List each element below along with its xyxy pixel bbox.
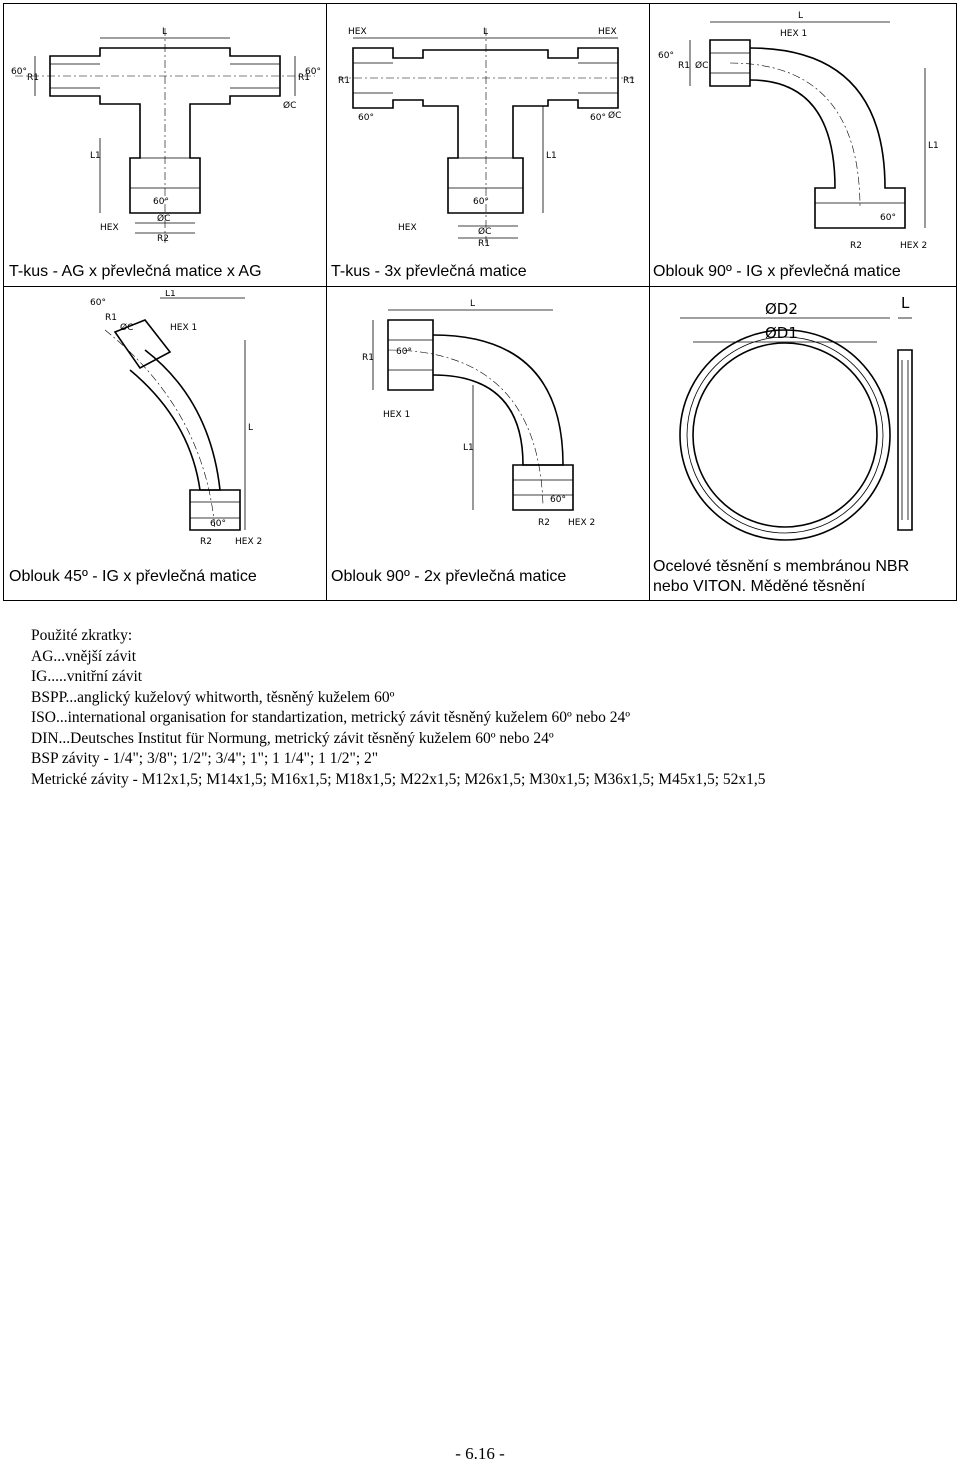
dim-label: 60° xyxy=(153,197,169,207)
legend-line: Použité zkratky: xyxy=(31,627,133,644)
caption-elbow90-2nut: Oblouk 90º - 2x převlečná matice xyxy=(331,568,567,585)
dim-label: 60° xyxy=(590,113,606,123)
dim-label: HEX 1 xyxy=(170,323,197,333)
dim-label: L1 xyxy=(463,443,474,453)
legend-line: BSPP...anglický kuželový whitworth, těsn… xyxy=(31,688,395,706)
dim-label: 60° xyxy=(473,197,489,207)
table-divider xyxy=(4,286,956,287)
dim-label: R2 xyxy=(157,234,169,244)
dim-label: R1 xyxy=(298,73,310,83)
dim-label: L xyxy=(483,27,488,37)
caption-seal-line1: Ocelové těsnění s membránou NBR xyxy=(653,558,910,575)
dim-label: 60° xyxy=(358,113,374,123)
dim-label: R1 xyxy=(338,76,350,86)
dim-label: ØC xyxy=(157,213,170,224)
dim-label: ØD2 xyxy=(765,300,798,318)
caption-elbow90-ig: Oblouk 90º - IG x převlečná matice xyxy=(653,263,901,280)
legend-line: DIN...Deutsches Institut für Normung, me… xyxy=(31,729,554,747)
dim-label: R1 xyxy=(362,353,374,363)
dim-label: R1 xyxy=(478,239,490,249)
dim-label: L xyxy=(470,299,475,309)
dim-label: ØC xyxy=(283,100,296,111)
dim-label: L1 xyxy=(546,151,557,161)
dim-label: R1 xyxy=(27,73,39,83)
dim-label: 60° xyxy=(210,519,226,529)
dim-label: HEX xyxy=(598,27,617,37)
dim-label: HEX 2 xyxy=(568,518,595,528)
dim-label: R1 xyxy=(105,313,117,323)
dim-label: 60° xyxy=(396,347,412,357)
seal-ring-drawing: ØD2 ØD1 L xyxy=(650,290,955,550)
drawing-table xyxy=(3,3,957,601)
dim-label: L1 xyxy=(165,290,176,299)
dim-label: HEX xyxy=(348,27,367,37)
elbow90-2nut-drawing: L L1 HEX 1 HEX 2 R1 R2 60° 60° xyxy=(328,290,646,550)
legend-line: AG...vnější závit xyxy=(31,647,137,665)
dim-label: L xyxy=(162,27,167,37)
dim-label: HEX 1 xyxy=(383,410,410,420)
dim-label: R2 xyxy=(538,518,550,528)
elbow45-ig-drawing: L1 L HEX 1 HEX 2 R1 R2 ØC 60° 60° xyxy=(5,290,325,550)
dim-label: 60° xyxy=(90,298,106,308)
legend-line: ISO...international organisation for sta… xyxy=(31,709,631,726)
dim-label: HEX 2 xyxy=(900,241,927,251)
caption-seal-line2: nebo VITON. Měděné těsnění xyxy=(653,578,866,595)
tee-3nut-drawing: L L1 HEX HEX HEX R1 R1 R1 ØC ØC 60° 60° … xyxy=(328,8,646,258)
dim-label: L xyxy=(901,294,910,312)
legend-line: IG.....vnitřní závit xyxy=(31,668,143,685)
dim-label: L xyxy=(798,11,803,21)
tee-ag-drawing: L L1 R1 R1 ØC ØC R2 HEX 60° 60° 60° xyxy=(5,8,325,258)
dim-label: R1 xyxy=(678,61,690,71)
dim-label: ØC xyxy=(478,226,491,237)
abbreviations-legend: Použité zkratky: AG...vnější závit IG...… xyxy=(31,626,951,790)
legend-line: Metrické závity - M12x1,5; M14x1,5; M16x… xyxy=(31,770,766,788)
dim-label: 60° xyxy=(550,495,566,505)
dim-label: ØC xyxy=(695,60,708,71)
table-divider xyxy=(326,4,327,600)
dim-label: R2 xyxy=(850,241,862,251)
dim-label: HEX 1 xyxy=(780,29,807,39)
caption-elbow45-ig: Oblouk 45º - IG x převlečná matice xyxy=(9,568,257,585)
dim-label: HEX xyxy=(398,223,417,233)
dim-label: HEX 2 xyxy=(235,537,262,547)
dim-label: R1 xyxy=(623,76,635,86)
dim-label: 60° xyxy=(658,51,674,61)
caption-tee-ag: T-kus - AG x převlečná matice x AG xyxy=(9,263,262,280)
dim-label: 60° xyxy=(11,67,27,77)
dim-label: R2 xyxy=(200,537,212,547)
dim-label: 60° xyxy=(880,213,896,223)
page-number: - 6.16 - xyxy=(455,1444,505,1463)
dim-label: ØC xyxy=(120,322,133,333)
dim-label: L1 xyxy=(90,151,101,161)
dim-label: HEX xyxy=(100,223,119,233)
dim-label: ØD1 xyxy=(765,324,798,342)
elbow90-ig-drawing: L L1 HEX 1 HEX 2 R1 R2 ØC 60° 60° xyxy=(650,8,955,258)
dim-label: L1 xyxy=(928,141,939,151)
dim-label: ØC xyxy=(608,110,621,121)
dim-label: 60° xyxy=(305,67,321,77)
dim-label: L xyxy=(248,423,253,433)
table-divider xyxy=(649,4,650,600)
legend-line: BSP závity - 1/4"; 3/8"; 1/2"; 3/4"; 1";… xyxy=(31,750,379,767)
caption-tee-3nut: T-kus - 3x převlečná matice xyxy=(331,263,527,280)
